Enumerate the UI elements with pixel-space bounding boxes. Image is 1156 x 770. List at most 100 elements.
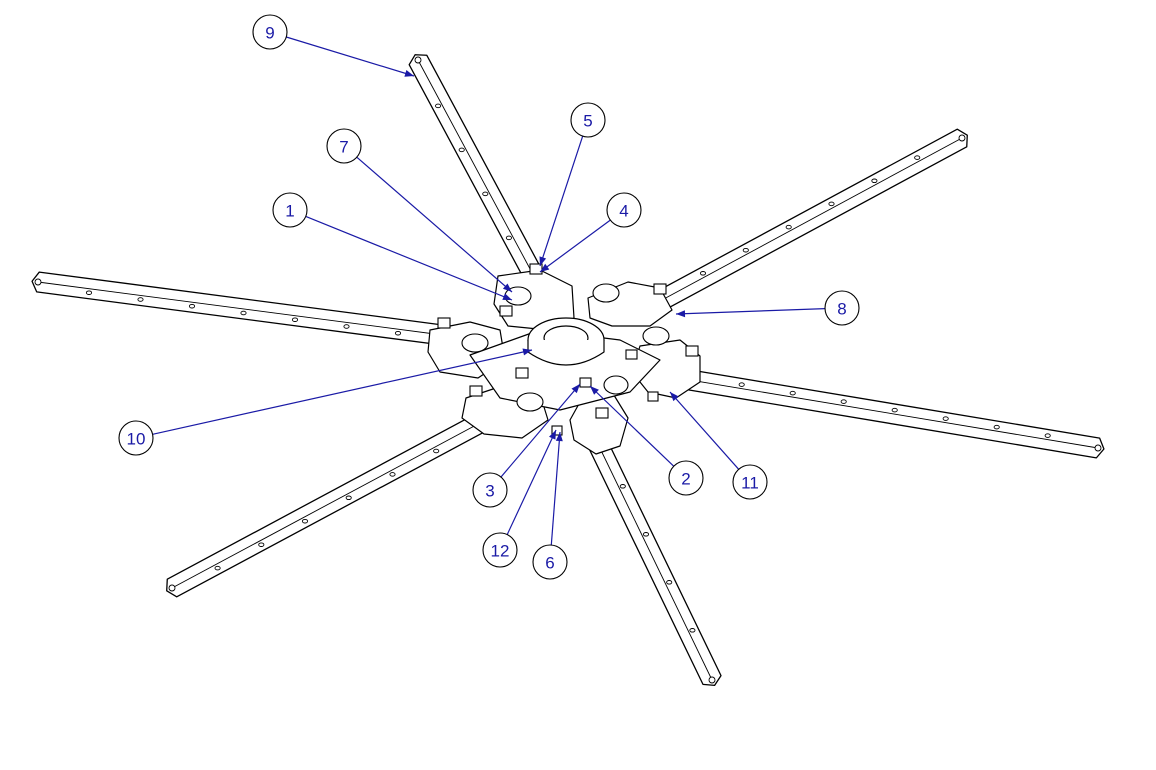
arm-hole: [482, 191, 489, 197]
balloon-label: 11: [741, 474, 759, 493]
hex-nut: [595, 407, 609, 419]
hex-nut: [437, 317, 451, 329]
balloon-label: 12: [491, 542, 510, 561]
balloon: 8: [824, 290, 860, 326]
balloon-label: 9: [265, 24, 274, 43]
arm-hole: [291, 317, 299, 322]
leaders-layer: [152, 36, 826, 546]
arm-hole: [699, 271, 707, 276]
hex-nut: [625, 349, 638, 360]
arm-hole: [301, 518, 309, 524]
leader-arrowhead: [502, 293, 512, 300]
arm-edge: [171, 423, 479, 589]
arm-end-hole: [34, 278, 42, 286]
balloon-circle: [570, 102, 606, 138]
hex-nut: [685, 345, 699, 357]
balloon-circle: [272, 192, 308, 228]
arm-end-hole: [1094, 444, 1102, 452]
balloon-circle: [482, 532, 518, 568]
balloon: 1: [272, 192, 308, 228]
leader-line: [539, 219, 611, 273]
hex-nut: [515, 367, 529, 379]
leader-arrowhead: [404, 70, 414, 77]
bolt-head: [642, 326, 670, 346]
leader-arrowhead: [539, 256, 547, 266]
balloon: 2: [668, 460, 704, 496]
arm-edge: [417, 59, 537, 281]
hex-nut: [551, 425, 563, 436]
balloon: 7: [326, 128, 362, 164]
bolt-head: [592, 283, 620, 303]
arm-hole: [435, 103, 442, 109]
arm-hole: [742, 247, 749, 253]
arm-hole: [942, 416, 949, 421]
hex-nut: [653, 283, 667, 295]
balloon-label: 7: [339, 138, 348, 157]
leader-arrowhead: [549, 430, 556, 440]
balloon-circle: [668, 460, 704, 496]
hub-ring-side: [527, 340, 605, 366]
leader-line: [669, 391, 740, 470]
balloon: 12: [482, 532, 518, 568]
leader-arrowhead: [540, 263, 550, 272]
leader-line: [356, 156, 513, 293]
arm-hole: [871, 178, 878, 184]
hex-nut: [499, 305, 513, 317]
arm-hole: [345, 495, 352, 501]
arm-end-hole: [708, 676, 716, 684]
arm-hole: [343, 324, 350, 329]
hub-assembly: [427, 263, 701, 455]
balloon-circle: [732, 464, 768, 500]
arm-hole: [240, 310, 247, 316]
arm-hole: [137, 297, 144, 302]
balloon-circle: [532, 544, 568, 580]
arm-hole: [689, 628, 696, 633]
arm-hole: [738, 382, 745, 387]
arm-hole: [789, 390, 796, 396]
balloon-circle: [326, 128, 362, 164]
bolt-head: [516, 392, 544, 412]
arm-hole: [214, 565, 221, 571]
leader-arrowhead: [502, 283, 512, 292]
leader-arrowhead: [522, 348, 532, 356]
arm-hole: [666, 580, 673, 585]
arm-hole: [258, 542, 265, 547]
arm-hole: [433, 448, 440, 454]
leader-line: [286, 36, 415, 77]
balloon-circle: [606, 192, 642, 228]
hex-nut: [469, 385, 483, 397]
leader-arrowhead: [670, 392, 679, 402]
leader-line: [506, 429, 557, 535]
hex-nut: [647, 391, 659, 402]
arm-hole: [85, 290, 93, 295]
balloon: 4: [606, 192, 642, 228]
hex-nut: [579, 377, 592, 388]
leader-line: [152, 349, 533, 435]
leader-arrowhead: [590, 386, 599, 395]
balloon-label: 5: [583, 112, 592, 131]
arm-hole: [828, 201, 835, 207]
arm-hole: [642, 532, 650, 537]
balloon: 11: [732, 464, 768, 500]
leader-line: [305, 215, 513, 301]
balloon-label: 2: [681, 470, 690, 489]
arm-hole: [785, 224, 792, 230]
balloon: 9: [252, 14, 288, 50]
arm-hole: [1044, 433, 1051, 438]
arm-hole: [891, 407, 898, 413]
arm-edge: [689, 379, 1099, 449]
arm-edge: [37, 281, 451, 337]
arm-hole: [389, 472, 396, 477]
leader-line: [675, 308, 826, 315]
arm-hole: [394, 330, 402, 336]
leader-line: [550, 431, 561, 546]
leader-arrowhead: [676, 310, 686, 318]
arm-hole: [188, 303, 196, 309]
balloon-label: 6: [545, 554, 554, 573]
balloon-label: 1: [285, 202, 294, 221]
leader-line: [589, 385, 675, 467]
balloon-circle: [252, 14, 288, 50]
balloon-circle: [472, 472, 508, 508]
leader-line: [539, 135, 584, 267]
